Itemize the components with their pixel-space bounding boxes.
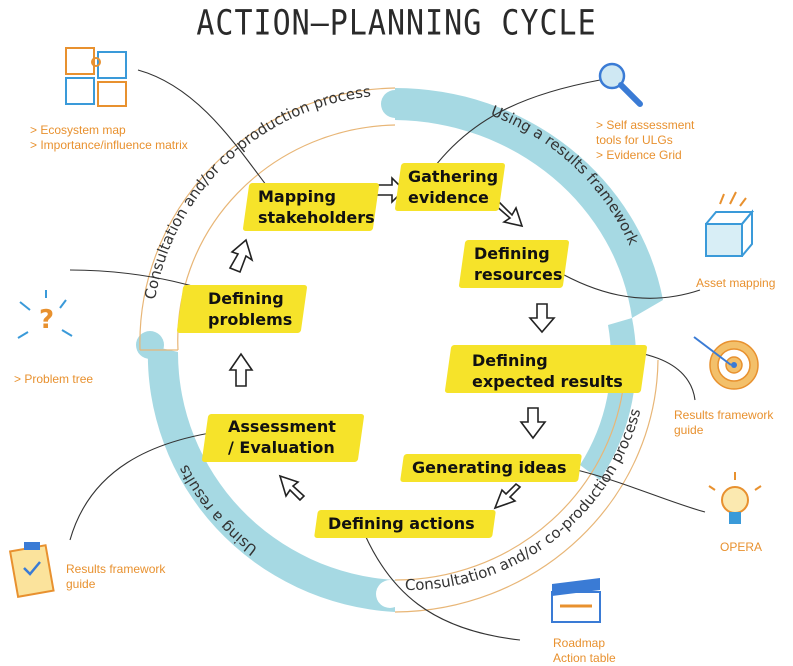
cycle-arrows xyxy=(228,176,556,510)
step-generating-ideas: Generating ideas xyxy=(412,457,567,478)
step-label: Assessment xyxy=(228,417,336,436)
tool-problem-tree: > Problem tree xyxy=(14,372,93,387)
step-defining-problems: Defining problems xyxy=(208,288,292,330)
step-label: Defining actions xyxy=(328,514,475,533)
tool-label: guide xyxy=(674,423,704,437)
step-label: Mapping xyxy=(258,187,336,206)
tool-asset-mapping: Asset mapping xyxy=(696,276,775,291)
tool-results-framework-left: Results framework guide xyxy=(66,562,165,592)
lightbulb-icon xyxy=(708,472,762,524)
tool-label: OPERA xyxy=(720,540,763,554)
tool-roadmap: Roadmap Action table xyxy=(553,636,616,666)
step-label: problems xyxy=(208,310,293,329)
clapperboard-icon xyxy=(551,578,601,623)
step-defining-resources: Defining resources xyxy=(474,243,562,285)
step-label: Defining xyxy=(474,244,550,263)
question-mark-icon: ? xyxy=(17,290,73,339)
clipboard-icon xyxy=(8,542,55,598)
step-label: Defining xyxy=(472,351,548,370)
tool-label: Roadmap xyxy=(553,636,606,650)
tool-label: Action table xyxy=(553,651,616,665)
arrow-icon xyxy=(493,482,522,510)
tool-label: tools for ULGs xyxy=(596,133,673,147)
magnifier-icon xyxy=(598,62,643,107)
arrow-icon xyxy=(528,303,556,334)
tool-label: > Importance/influence matrix xyxy=(30,138,188,152)
tool-results-framework-right: Results framework guide xyxy=(674,408,773,438)
tool-label: Results framework xyxy=(674,408,774,422)
tool-opera: OPERA xyxy=(720,540,762,555)
tool-label: Results framework xyxy=(66,562,166,576)
arrow-icon xyxy=(228,352,254,387)
arrow-icon xyxy=(278,474,306,502)
step-label: evidence xyxy=(408,188,489,207)
step-defining-expected-results: Defining expected results xyxy=(472,350,623,392)
tool-label: Asset mapping xyxy=(696,276,776,290)
diagram-title: ACTION—PLANNING CYCLE xyxy=(196,3,597,44)
step-defining-actions: Defining actions xyxy=(328,513,475,534)
step-label: stakeholders xyxy=(258,208,375,227)
step-label: / Evaluation xyxy=(228,438,335,457)
step-label: resources xyxy=(474,265,563,284)
step-assessment-evaluation: Assessment / Evaluation xyxy=(228,416,336,458)
tool-ecosystem-map: > Ecosystem map > Importance/influence m… xyxy=(30,123,188,153)
target-icon xyxy=(693,336,759,390)
step-label: Gathering xyxy=(408,167,499,186)
step-label: Defining xyxy=(208,289,284,308)
tool-label: > Evidence Grid xyxy=(596,148,682,162)
svg-text:?: ? xyxy=(39,305,54,335)
gift-box-icon xyxy=(705,191,755,257)
step-label: Generating ideas xyxy=(412,458,567,477)
ring-label-results-bottom: Using a results xyxy=(174,462,260,559)
tool-label: > Ecosystem map xyxy=(30,123,126,137)
step-label: expected results xyxy=(472,372,623,391)
arrow-icon xyxy=(228,238,254,274)
tool-label: guide xyxy=(66,577,96,591)
results-ring xyxy=(136,87,663,612)
tool-label: > Self assessment xyxy=(596,118,695,132)
tool-label: > Problem tree xyxy=(14,372,94,386)
arrow-icon xyxy=(519,407,547,440)
puzzle-icon xyxy=(65,47,127,107)
step-mapping-stakeholders: Mapping stakeholders xyxy=(258,186,375,228)
tool-self-assessment: > Self assessment tools for ULGs > Evide… xyxy=(596,118,694,163)
step-gathering-evidence: Gathering evidence xyxy=(408,166,498,208)
